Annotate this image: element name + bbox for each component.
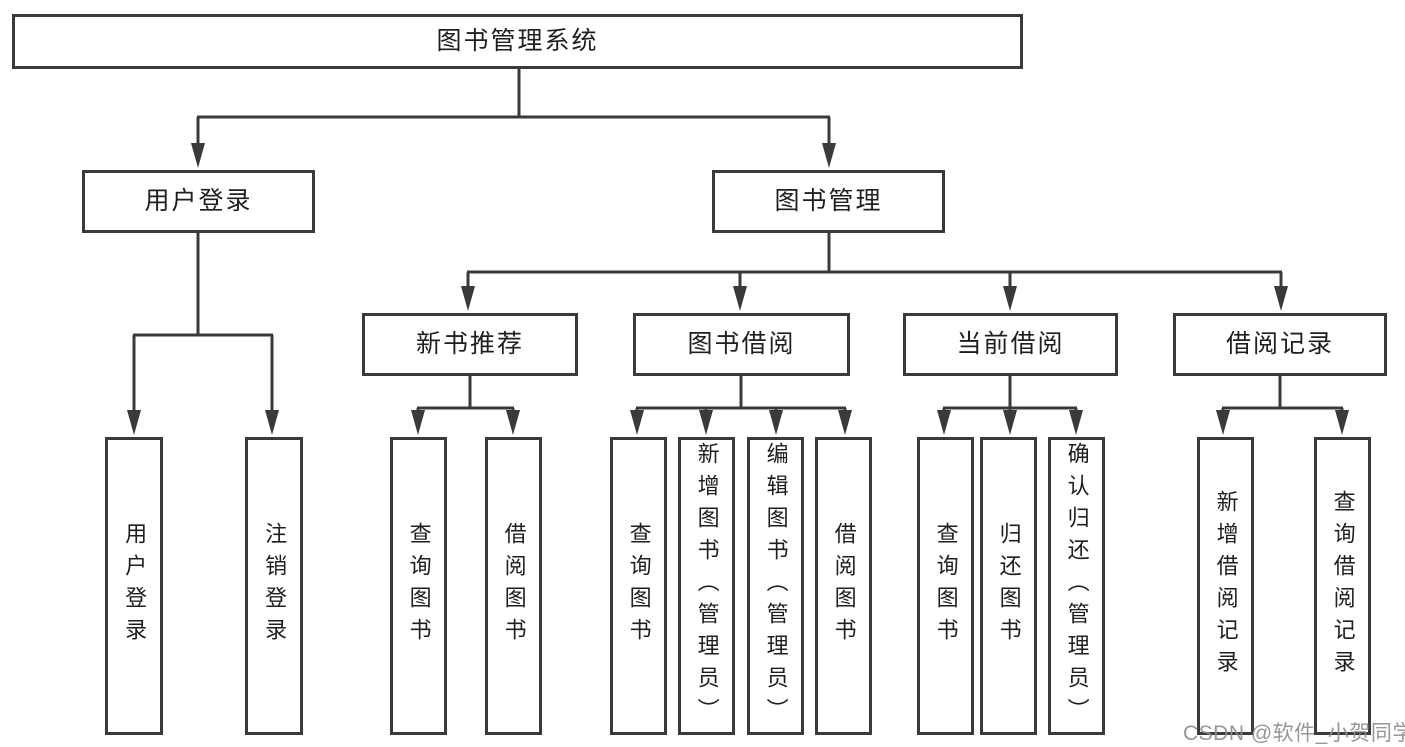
leaf-query-books-current: 查询图书 — [917, 437, 974, 735]
leaf-user-login: 用户登录 — [105, 437, 163, 735]
leaf-add-books-admin: 新增图书（管理员） — [678, 437, 735, 735]
leaf-confirm-return-admin: 确认归还（管理员） — [1048, 437, 1105, 735]
arrowheads — [127, 143, 1349, 435]
watermark-text: CSDN @软件_小贺同学 — [1183, 722, 1405, 745]
leaf-query-books-borrow: 查询图书 — [610, 437, 667, 735]
node-book-management: 图书管理 — [712, 170, 945, 233]
node-user-login: 用户登录 — [82, 170, 315, 233]
node-borrow-records: 借阅记录 — [1173, 313, 1387, 376]
leaf-return-books: 归还图书 — [980, 437, 1037, 735]
node-current-borrow: 当前借阅 — [903, 313, 1118, 376]
leaf-query-books-recommend: 查询图书 — [390, 437, 447, 735]
leaf-logout: 注销登录 — [245, 437, 303, 735]
node-book-borrow: 图书借阅 — [633, 313, 850, 376]
leaf-query-borrow-record: 查询借阅记录 — [1314, 437, 1371, 735]
leaf-edit-books-admin: 编辑图书（管理员） — [747, 437, 804, 735]
leaf-borrow-books: 借阅图书 — [815, 437, 872, 735]
leaf-add-borrow-record: 新增借阅记录 — [1197, 437, 1254, 735]
node-new-book-recommend: 新书推荐 — [362, 313, 578, 376]
leaf-borrow-books-recommend: 借阅图书 — [485, 437, 542, 735]
node-root: 图书管理系统 — [12, 14, 1023, 69]
